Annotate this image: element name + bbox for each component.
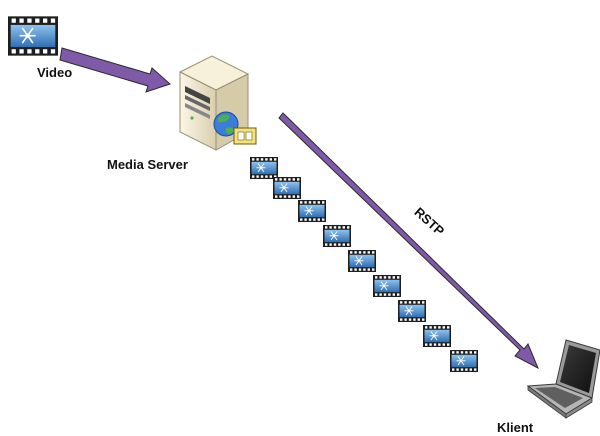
video-file-icon xyxy=(8,15,58,57)
film-frame-icon xyxy=(298,200,326,222)
film-frame-icon xyxy=(348,250,376,272)
film-frame-icon xyxy=(323,225,351,247)
video-label: Video xyxy=(37,65,73,80)
arrow-video-to-server xyxy=(59,47,171,93)
media-server-label: Media Server xyxy=(107,157,188,172)
film-frame-icon xyxy=(450,350,478,372)
arrow-server-to-client xyxy=(278,112,539,370)
film-frame-icon xyxy=(398,300,426,322)
tower-server-icon xyxy=(178,55,257,151)
film-frame-icon xyxy=(250,157,278,179)
client-label: Klient xyxy=(497,420,534,435)
film-frame-icon xyxy=(373,275,401,297)
film-frame-icon xyxy=(423,325,451,347)
frame-stream xyxy=(250,157,478,372)
film-frame-icon xyxy=(273,177,301,199)
laptop-icon xyxy=(526,339,600,419)
